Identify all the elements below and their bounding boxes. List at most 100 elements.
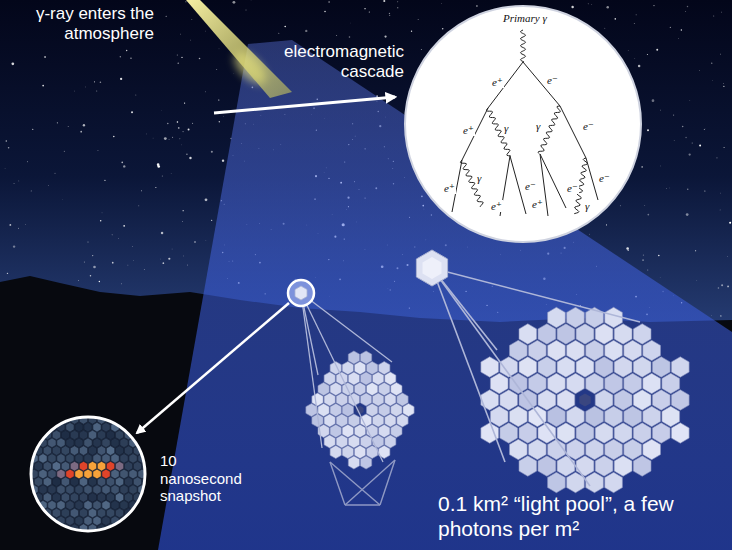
camera-pixel	[129, 454, 137, 464]
camera-pixel	[120, 438, 128, 448]
camera-pixel	[70, 508, 78, 518]
camera-pixel	[106, 508, 114, 518]
star	[233, 72, 235, 74]
camera-pixel	[120, 485, 128, 495]
star	[643, 254, 644, 255]
mirror-facet	[557, 324, 575, 344]
camera-pixel	[97, 430, 105, 440]
star	[85, 86, 87, 88]
mirror-facet	[529, 439, 547, 459]
star	[121, 162, 123, 164]
star	[183, 210, 184, 211]
star	[641, 166, 642, 167]
star	[418, 19, 419, 20]
camera-pixel	[93, 485, 101, 495]
support-truss	[345, 504, 380, 505]
camera-pixel	[66, 422, 74, 432]
star	[627, 49, 629, 51]
camera-pixel	[75, 438, 83, 448]
mirror-facet	[379, 362, 390, 375]
mirror-facet	[360, 372, 371, 385]
star	[305, 30, 307, 32]
star	[4, 168, 6, 170]
star	[141, 190, 142, 191]
camera-pixel	[88, 430, 96, 440]
mirror-facet	[633, 357, 651, 377]
mirror-facet	[318, 404, 329, 417]
camera-pixel	[93, 516, 101, 526]
star	[181, 57, 182, 58]
mirror-facet	[379, 383, 390, 396]
star	[328, 1, 330, 3]
star	[218, 99, 219, 100]
mirror-facet	[324, 393, 335, 406]
camera-pixel	[120, 469, 128, 479]
star	[673, 140, 675, 142]
gamma-ray-streak	[186, 0, 292, 98]
particle-track	[586, 158, 598, 200]
camera-arm	[432, 268, 505, 462]
camera-pixel	[84, 500, 92, 510]
camera-pixel	[34, 461, 42, 471]
star	[162, 262, 164, 264]
star	[143, 269, 145, 271]
camera-pixel	[97, 508, 105, 518]
star	[138, 205, 139, 206]
mirror-facet	[633, 390, 651, 410]
mirror-facet	[586, 406, 604, 426]
star	[7, 273, 8, 274]
mirror-facet	[360, 351, 371, 364]
camera-pixel	[106, 461, 114, 471]
mirror-facet	[348, 456, 359, 469]
camera-pixel	[48, 485, 56, 495]
star	[17, 227, 19, 229]
star	[250, 0, 252, 1]
star	[111, 234, 113, 236]
star	[181, 221, 183, 223]
star	[384, 35, 386, 37]
mirror-facet	[614, 390, 632, 410]
star	[695, 250, 696, 251]
star	[670, 27, 671, 28]
star	[216, 68, 218, 70]
mirror-facet	[595, 456, 613, 476]
star	[606, 224, 607, 225]
camera-pixel	[75, 500, 83, 510]
mirror-facet	[385, 435, 396, 448]
star	[164, 137, 167, 140]
camera-pixel	[124, 493, 132, 503]
zoom-arrow	[137, 303, 289, 433]
particle-label: e⁺	[490, 200, 503, 212]
mirror-facet	[624, 439, 642, 459]
star	[112, 262, 114, 264]
star	[161, 232, 164, 235]
mirror-facet	[567, 373, 585, 393]
photon-track	[486, 108, 510, 156]
camera-arm	[301, 293, 383, 462]
camera-pixel	[88, 508, 96, 518]
camera-pixel	[111, 454, 119, 464]
mirror-facet	[624, 406, 642, 426]
star	[13, 245, 15, 247]
particle-track	[462, 108, 488, 160]
star	[644, 204, 646, 206]
star	[699, 70, 701, 72]
star	[619, 205, 621, 207]
star	[369, 11, 370, 12]
particle-track	[523, 62, 560, 106]
mirror-facet	[342, 425, 353, 438]
camera-pixel	[129, 485, 137, 495]
camera-pixel	[48, 454, 56, 464]
camera-pixel	[70, 446, 78, 456]
camera-arm	[301, 293, 322, 448]
star	[187, 265, 188, 266]
star	[589, 233, 591, 235]
star	[30, 190, 32, 192]
star	[205, 239, 207, 241]
star	[411, 30, 412, 31]
star	[44, 56, 46, 58]
mirror-facet	[360, 456, 371, 469]
mirror-facet	[586, 373, 604, 393]
camera-pixel	[61, 446, 69, 456]
mirror-facet	[519, 357, 537, 377]
